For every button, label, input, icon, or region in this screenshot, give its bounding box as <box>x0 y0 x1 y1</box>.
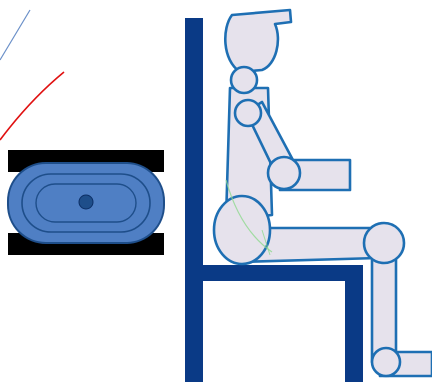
dummy-elbow <box>266 155 302 191</box>
chair <box>185 18 363 382</box>
chair-seat-pan <box>203 265 363 281</box>
chair-backrest <box>185 18 203 382</box>
dummy-head <box>223 8 293 74</box>
lap-belt-line-2 <box>261 229 271 256</box>
belt-retractor <box>7 150 165 255</box>
lap-belt-line <box>225 179 273 253</box>
retractor-inner-ring <box>21 173 151 233</box>
chair-front-leg <box>345 268 363 382</box>
dummy-ankle <box>370 346 402 378</box>
dummy-pelvis <box>212 194 272 266</box>
lap-belt-accent <box>225 179 273 256</box>
retractor-inner-slot <box>35 183 137 223</box>
seat-belt-anchor-line <box>0 9 31 61</box>
dummy-lower-leg <box>370 248 398 364</box>
dummy-knee <box>362 221 406 265</box>
retractor-spindle <box>78 194 94 210</box>
dummy-neck <box>229 65 259 95</box>
dummy-shoulder <box>233 98 263 128</box>
seat-belt-strap <box>0 71 65 141</box>
seat-belt <box>0 9 65 141</box>
dummy <box>212 8 432 378</box>
